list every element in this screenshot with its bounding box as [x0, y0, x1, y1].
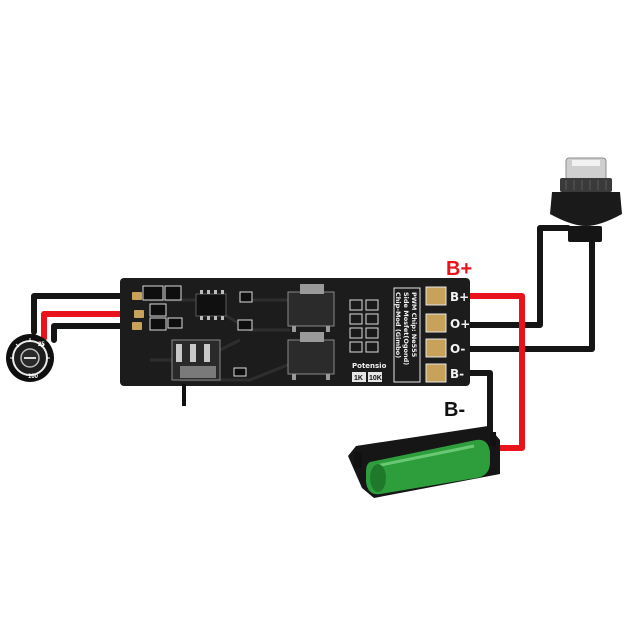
potensio-title: Potensio [352, 362, 387, 370]
pad-label-b-minus: B- [450, 367, 464, 381]
potensio-1k: 1K [354, 375, 363, 382]
510-connector-icon[interactable] [550, 157, 622, 242]
battery-cell [366, 439, 490, 495]
b-plus-wire [467, 293, 525, 451]
pad-b-plus[interactable]: B+ [425, 286, 469, 306]
pcb-board: Potensio 1K 10K PWM Chip: Ne555 Side Mos… [120, 278, 470, 406]
potentiometer-icon[interactable]: 25 100 [6, 334, 54, 382]
wires [31, 225, 595, 451]
pad-label-o-minus: O- [450, 342, 465, 356]
18650-battery-icon [348, 426, 500, 498]
slide-switch-icon[interactable] [171, 339, 221, 406]
pot-wire-red [41, 311, 135, 341]
potensio-10k: 10K [369, 375, 382, 382]
label-b-plus: B+ [446, 258, 472, 280]
pot-tick-25: 25 [38, 342, 45, 348]
o-minus-wire [467, 237, 595, 352]
pot-pads [132, 292, 144, 330]
pad-b-minus[interactable]: B- [425, 363, 464, 383]
smd-components [142, 285, 183, 331]
chip-info-line-3: Chip-Mod (Gimbo) [394, 292, 402, 358]
pad-o-plus[interactable]: O+ [425, 313, 470, 333]
pot-tick-100: 100 [28, 374, 39, 380]
pad-label-b-plus: B+ [450, 290, 469, 304]
potensio-selector: Potensio 1K 10K [352, 362, 387, 382]
pot-wire-black-2 [51, 323, 133, 343]
pad-label-o-plus: O+ [450, 317, 470, 331]
mosfet-1 [287, 284, 335, 332]
chip-info-line-2: Side Mosfet(Ogond) [402, 292, 410, 365]
resistor-array [349, 299, 379, 353]
label-b-minus: B- [444, 399, 465, 421]
pad-o-minus[interactable]: O- [425, 338, 465, 358]
o-plus-wire [467, 225, 571, 328]
pot-wire-black [31, 293, 133, 335]
terminal-pads: B+ O+ O- B- [425, 286, 470, 383]
chip-info-silkscreen: PWM Chip: Ne555 Side Mosfet(Ogond) Chip-… [393, 287, 421, 383]
ne555-chip [195, 290, 227, 320]
chip-info-line-1: PWM Chip: Ne555 [410, 292, 418, 358]
mosfet-2 [287, 332, 335, 380]
